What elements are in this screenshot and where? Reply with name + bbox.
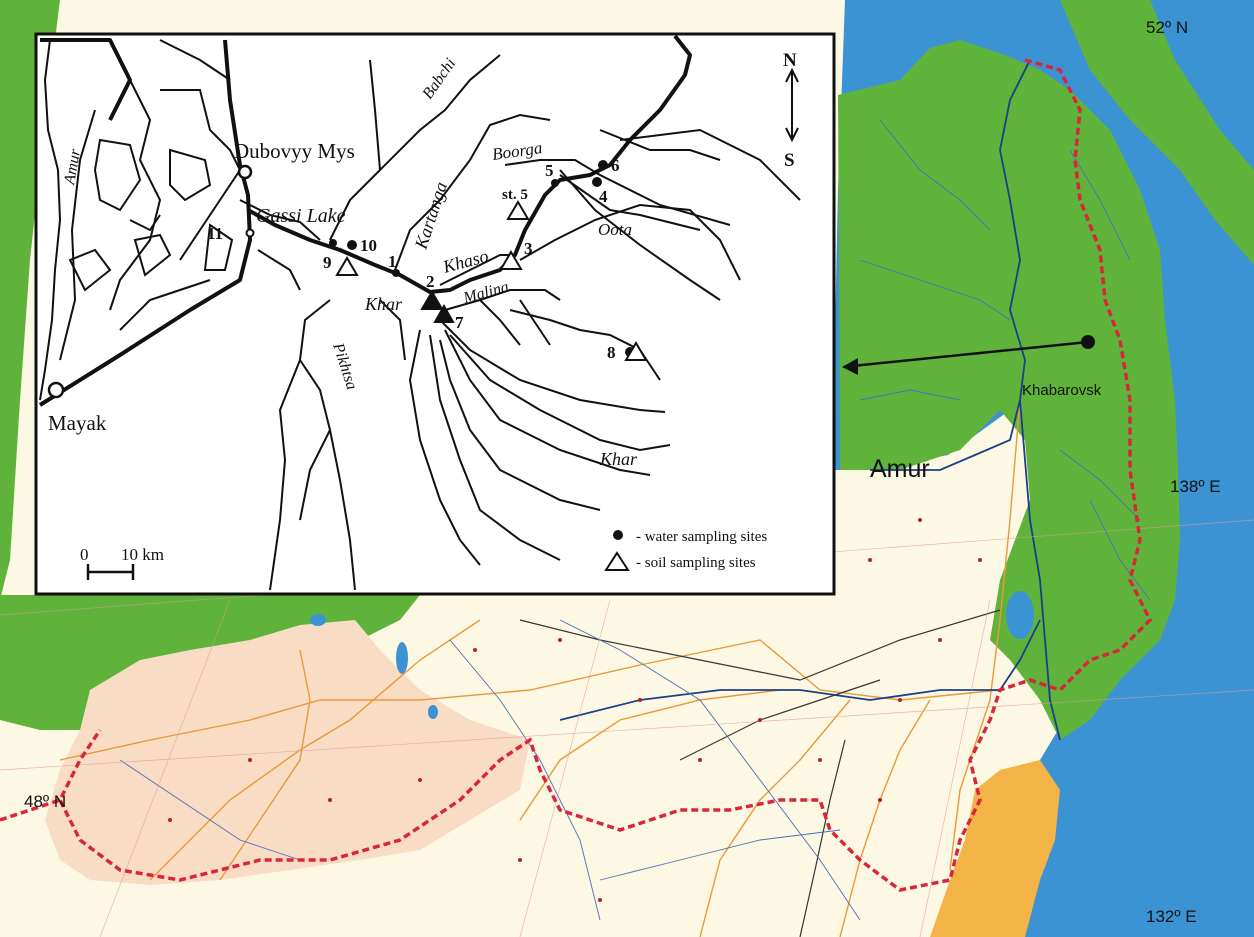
site-number-10: 10 — [360, 236, 377, 255]
label-amur-river: Amur — [61, 147, 84, 187]
scale-ten-km: 10 km — [121, 545, 164, 564]
scale-zero: 0 — [80, 545, 89, 564]
river-label-amur-map: Amur — [870, 455, 930, 483]
label-oota: Oota — [598, 220, 632, 239]
site-number-9: 9 — [323, 253, 332, 272]
railways — [519, 609, 1001, 937]
inset-map: N S Dubovyy Mys Mayak Gassi Lake Amur Ba… — [34, 32, 836, 596]
legend-water-label: - water sampling sites — [636, 529, 767, 545]
label-gassi-lake: Gassi Lake — [256, 205, 346, 227]
legend-soil-triangle — [604, 551, 630, 571]
settlement-dubovyy-mys — [237, 164, 253, 180]
forest-west-area — [0, 0, 60, 600]
site-number-2: 2 — [426, 272, 435, 291]
inset-roads — [38, 34, 692, 407]
label-khar-lower: Khar — [599, 449, 638, 469]
forest-coast-area — [1060, 0, 1254, 265]
label-mayak: Mayak — [48, 411, 107, 435]
coord-label-52n: 52º N — [1146, 18, 1188, 37]
borders — [0, 58, 1153, 892]
pointer-arrow-head — [842, 358, 858, 375]
site-number-5: 5 — [545, 161, 554, 180]
legend-water-dot — [613, 530, 623, 540]
graticule — [0, 519, 1254, 937]
settlements-dots — [168, 518, 982, 902]
coord-label-48n: 48º N — [24, 792, 66, 811]
compass-south: S — [784, 150, 795, 171]
lake-3 — [310, 614, 326, 626]
site-numbers: 1 2 3 4 5 6 7 8 9 10 11 st. 5 — [207, 156, 620, 362]
compass-rose: N S — [783, 50, 799, 171]
coord-label-138e: 138º E — [1170, 477, 1221, 496]
site-number-1: 1 — [388, 252, 397, 271]
site-number-3: 3 — [524, 239, 533, 258]
site-number-7: 7 — [455, 313, 464, 332]
soil-sites — [335, 200, 648, 361]
scale-bar: 0 10 km — [80, 545, 164, 580]
pointer-arrow-line — [851, 340, 1089, 368]
forest-area — [838, 40, 1180, 740]
compass-north: N — [783, 50, 797, 71]
settlement-mayak — [47, 381, 65, 399]
rivers-background — [559, 59, 1061, 741]
site-label-st5: st. 5 — [502, 187, 528, 203]
site-number-8: 8 — [607, 343, 616, 362]
streams-background — [119, 119, 1151, 921]
lake-1 — [1006, 591, 1034, 639]
site-number-6: 6 — [611, 156, 620, 175]
lowland-area — [930, 760, 1060, 937]
city-label-khabarovsk: Khabarovsk — [1022, 382, 1102, 399]
legend: - water sampling sites - soil sampling s… — [604, 529, 767, 571]
site-number-4: 4 — [599, 187, 608, 206]
label-dubovyy-mys: Dubovyy Mys — [234, 139, 355, 163]
inset-junctions — [329, 179, 559, 277]
site-number-11: 11 — [207, 224, 223, 243]
label-khar-upper: Khar — [364, 294, 403, 314]
lake-2 — [396, 642, 408, 674]
settlement-gassi — [245, 228, 255, 238]
lake-4 — [428, 705, 438, 719]
legend-soil-label: - soil sampling sites — [636, 555, 756, 571]
coord-label-132e: 132º E — [1146, 907, 1197, 926]
steppe-area — [45, 620, 530, 885]
inset-frame — [34, 32, 836, 596]
